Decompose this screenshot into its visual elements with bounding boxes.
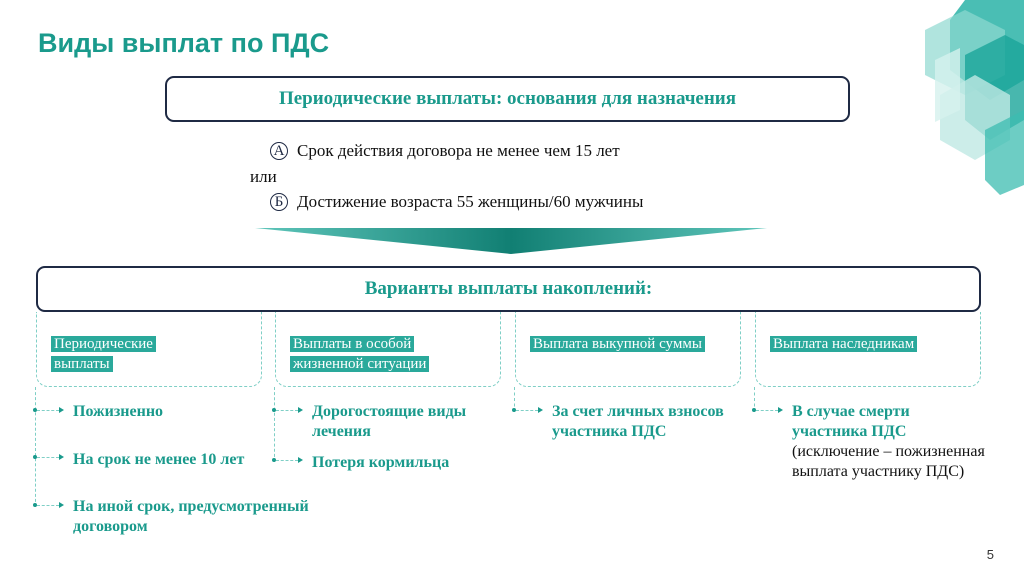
category-label-buyout: Выплата выкупной суммы [530,334,705,354]
list-item: Дорогостоящие виды лечения [312,403,467,440]
column-frame-1 [36,312,262,387]
connector-line [37,410,59,411]
bullet-dot [33,408,37,412]
category-label-heirs: Выплата наследникам [770,334,970,354]
grounds-heading: Периодические выплаты: основания для наз… [278,88,737,109]
condition-a-marker: А [270,142,288,160]
connector-line [276,460,298,461]
category-label-special: Выплаты в особой жизненной ситуации [290,334,480,374]
connector-line [514,387,515,412]
connector-line [756,410,778,411]
condition-a-text: Срок действия договора не менее чем 15 л… [297,141,620,160]
column-frame-4 [755,312,981,387]
connector-line [37,505,59,506]
arrow-right-icon [59,502,64,508]
arrow-right-icon [538,407,543,413]
bullet-dot [272,458,276,462]
list-item-note: (исключение – пожизненная выплата участн… [792,443,985,480]
category-label-periodic: Периодические выплаты [51,334,191,374]
connector-line [276,410,298,411]
bullet-dot [33,455,37,459]
variants-heading: Варианты выплаты накоплений: [364,278,653,299]
arrow-right-icon [298,407,303,413]
arrow-right-icon [778,407,783,413]
down-arrow-shape [255,228,767,254]
arrow-right-icon [298,457,303,463]
connector-line [754,387,755,412]
decorative-hexagon-graphic [925,0,1024,195]
arrow-right-icon [59,454,64,460]
bullet-dot [512,408,516,412]
bullet-dot [33,503,37,507]
connector-line [516,410,538,411]
list-item: Пожизненно [73,403,164,420]
or-text: или [250,167,277,186]
list-item: За счет личных взносов участника ПДС [552,403,724,440]
bullet-dot [752,408,756,412]
connector-line [37,457,59,458]
bullet-dot [272,408,276,412]
list-item: В случае смерти участника ПДС [792,403,910,440]
column-frame-3 [515,312,741,387]
list-item: На иной срок, предусмотренный договором [73,498,309,535]
arrow-right-icon [59,407,64,413]
connector-line [274,387,275,462]
condition-b-text: Достижение возраста 55 женщины/60 мужчин… [297,192,644,211]
condition-b-marker: Б [270,193,288,211]
page-title: Виды выплат по ПДС [38,28,330,58]
list-item: На срок не менее 10 лет [73,451,245,468]
connector-line [35,387,36,507]
list-item: Потеря кормильца [312,454,450,471]
variants-heading-box: Варианты выплаты накоплений: [36,266,981,312]
column-frame-2 [275,312,501,387]
page-number: 5 [986,547,994,562]
grounds-heading-box: Периодические выплаты: основания для наз… [165,76,850,122]
